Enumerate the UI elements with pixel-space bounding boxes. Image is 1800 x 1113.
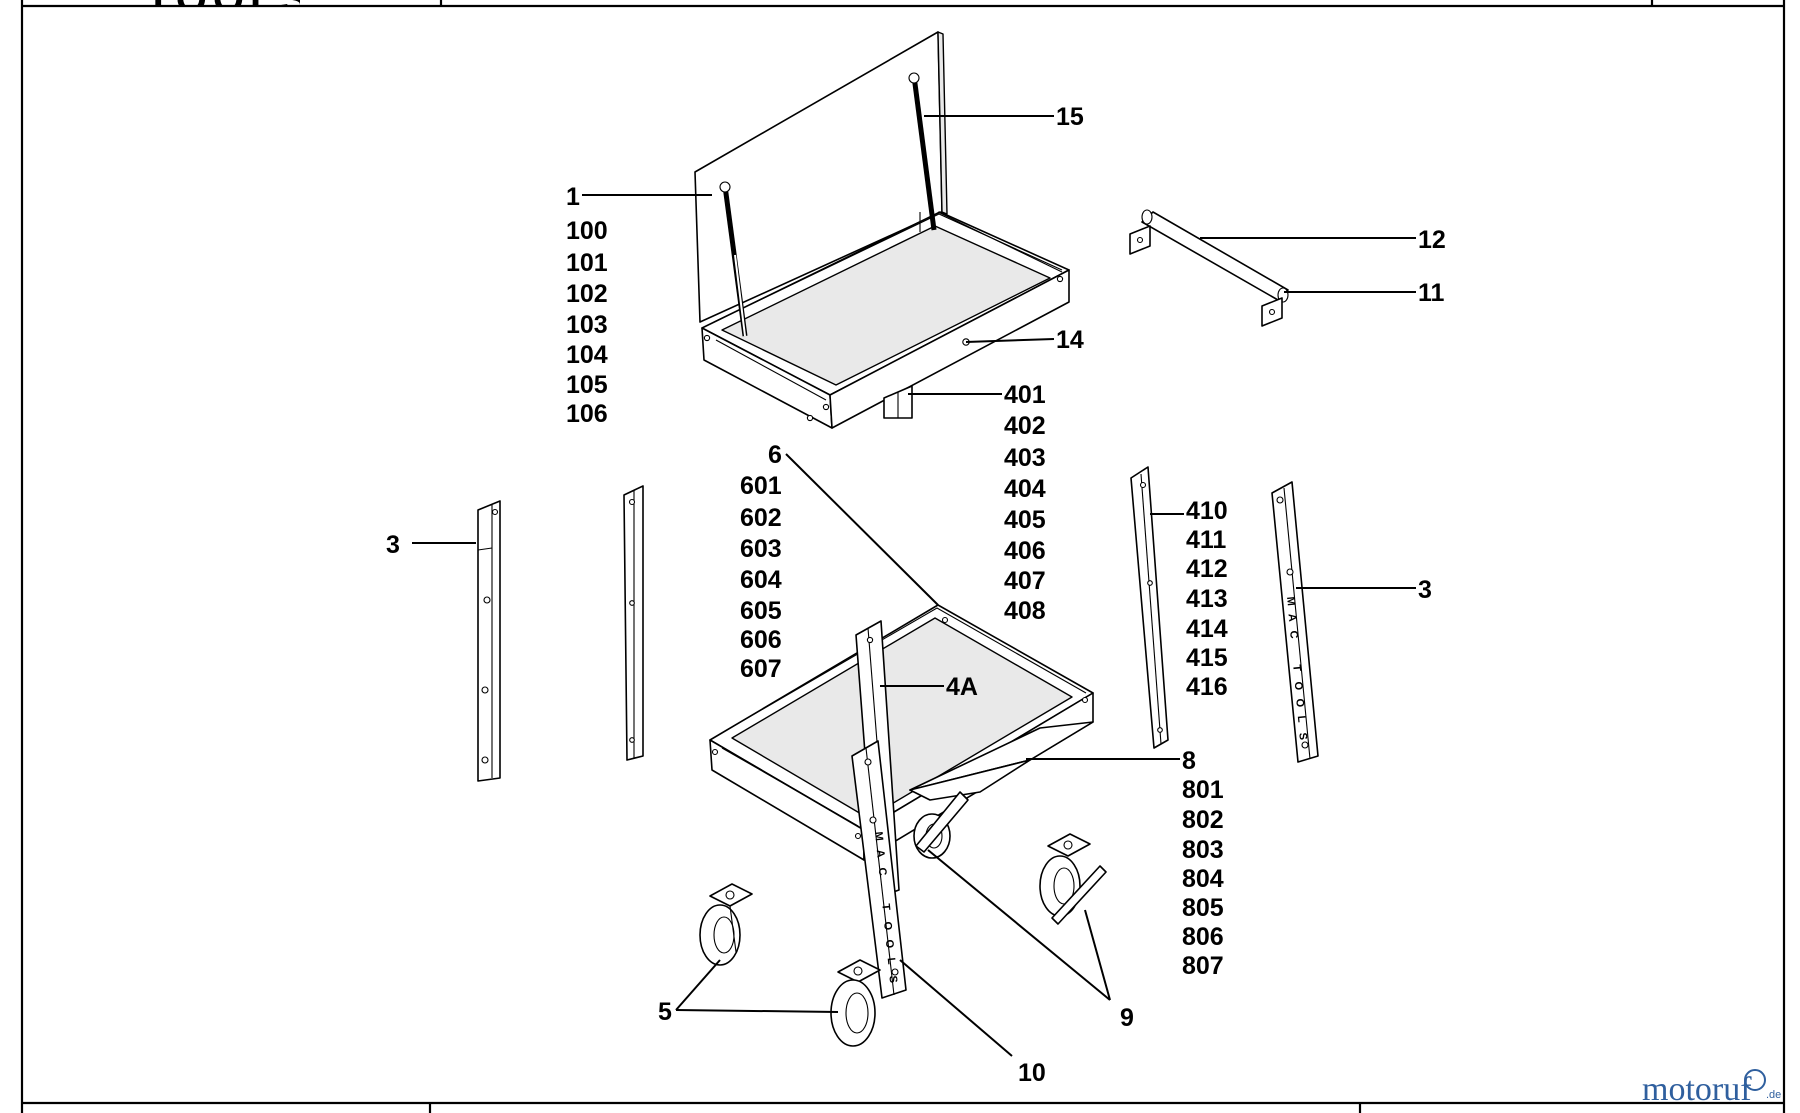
label-603: 603	[740, 535, 782, 563]
caster-right-back	[913, 791, 969, 859]
rail-stamp-letter: O	[1293, 698, 1306, 708]
label-103: 103	[566, 311, 608, 339]
label-602: 602	[740, 504, 782, 532]
label-413: 413	[1186, 585, 1228, 613]
page-frame	[20, 0, 1786, 1113]
label-15: 15	[1056, 103, 1084, 131]
label-801: 801	[1182, 776, 1224, 804]
rail-stamp-letter: A	[1286, 613, 1299, 622]
label-807: 807	[1182, 952, 1224, 980]
label-8: 8	[1182, 747, 1196, 775]
rail-stamp-letter: C	[1287, 630, 1300, 639]
label-804: 804	[1182, 865, 1224, 893]
label-403: 403	[1004, 444, 1046, 472]
rail-stamp-letter: T	[1290, 664, 1303, 672]
rail-stamp-letter: S	[886, 975, 899, 984]
right-inner-rail	[1130, 466, 1169, 749]
label-11: 11	[1418, 279, 1445, 307]
rail-stamp-letter: O	[1292, 681, 1305, 691]
label-12: 12	[1418, 226, 1446, 254]
label-806: 806	[1182, 923, 1224, 951]
label-805: 805	[1182, 894, 1224, 922]
label-401: 401	[1004, 381, 1046, 409]
label-416: 416	[1186, 673, 1228, 701]
label-802: 802	[1182, 806, 1224, 834]
caster-right-front	[1039, 833, 1107, 925]
label-3-right: 3	[1418, 576, 1432, 604]
rail-stamp-letter: M	[872, 831, 885, 841]
label-402: 402	[1004, 412, 1046, 440]
rail-stamp-letter: A	[874, 849, 887, 858]
copyright-icon	[1744, 1069, 1766, 1091]
label-9: 9	[1120, 1004, 1134, 1032]
label-4A: 4A	[946, 673, 978, 701]
watermark: motoruf .de	[1642, 1069, 1781, 1108]
rail-stamp-letter: S	[1296, 732, 1309, 741]
callout-labels: 1 100 101 102 103 104 105 106 15 12 11 1…	[386, 103, 1446, 1087]
label-6: 6	[768, 441, 782, 469]
label-414: 414	[1186, 615, 1228, 643]
label-411: 411	[1186, 526, 1226, 554]
label-607: 607	[740, 655, 782, 683]
label-803: 803	[1182, 836, 1224, 864]
rail-stamp-letter: L	[1295, 715, 1308, 723]
label-412: 412	[1186, 555, 1228, 583]
handle-assembly	[1129, 209, 1289, 327]
lower-shelf-assembly	[709, 604, 1094, 861]
watermark-suffix: .de	[1766, 1089, 1781, 1101]
rail-stamp-letter: O	[881, 921, 894, 931]
label-105: 105	[566, 371, 608, 399]
label-605: 605	[740, 597, 782, 625]
label-404: 404	[1004, 475, 1046, 503]
label-5: 5	[658, 998, 672, 1026]
rail-stamp-letter: C	[876, 867, 889, 876]
caster-left-front	[830, 959, 881, 1047]
label-102: 102	[566, 280, 608, 308]
label-106: 106	[566, 400, 608, 428]
rail-stamp-letter: M	[1284, 596, 1297, 606]
caster-left-back	[699, 883, 753, 966]
leader-lines	[412, 115, 1416, 1057]
label-10: 10	[1018, 1059, 1046, 1087]
rail-stamp-letter: O	[883, 939, 896, 949]
label-3-left: 3	[386, 531, 400, 559]
rail-stamp-letter: T	[879, 903, 892, 911]
label-104: 104	[566, 341, 608, 369]
label-14: 14	[1056, 326, 1084, 354]
label-100: 100	[566, 217, 608, 245]
label-604: 604	[740, 566, 782, 594]
label-406: 406	[1004, 537, 1046, 565]
label-410: 410	[1186, 497, 1228, 525]
label-408: 408	[1004, 597, 1046, 625]
label-1: 1	[566, 183, 580, 211]
left-inner-rail	[623, 485, 644, 761]
rail-stamp-letter: L	[885, 957, 898, 965]
left-leg-rail	[477, 500, 501, 782]
label-405: 405	[1004, 506, 1046, 534]
label-101: 101	[566, 249, 608, 277]
label-606: 606	[740, 626, 782, 654]
watermark-text: motoruf	[1642, 1071, 1752, 1108]
label-407: 407	[1004, 567, 1046, 595]
label-415: 415	[1186, 644, 1228, 672]
label-601: 601	[740, 472, 782, 500]
lid-box-assembly	[694, 31, 1070, 429]
